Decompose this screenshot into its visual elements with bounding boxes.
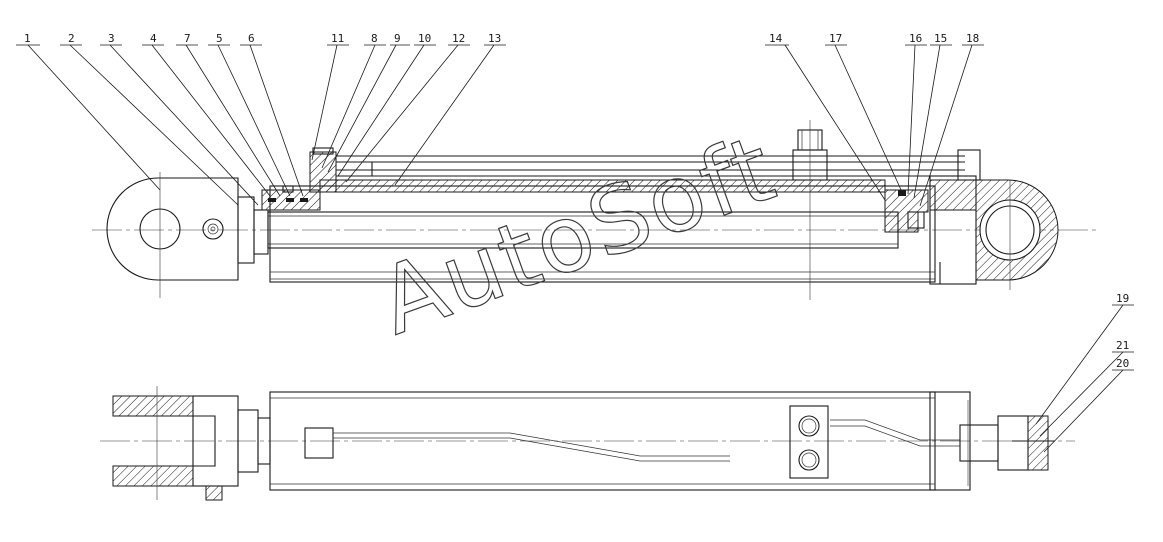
cylinder-barrel-side xyxy=(269,391,936,491)
callout-9: 9 xyxy=(394,32,401,45)
top-view xyxy=(92,120,1100,300)
rear-fitting-section xyxy=(1027,415,1049,471)
fork-upper-tine xyxy=(112,395,194,417)
side-port-block xyxy=(789,405,829,479)
callout-4: 4 xyxy=(150,32,157,45)
callout-3: 3 xyxy=(108,32,115,45)
callout-6: 6 xyxy=(248,32,255,45)
callout-14: 14 xyxy=(769,32,783,45)
callout-21: 21 xyxy=(1116,339,1129,352)
callout-numbers: 1 2 3 4 7 5 6 11 8 9 10 12 13 14 17 16 1… xyxy=(24,32,1129,370)
callout-2: 2 xyxy=(68,32,75,45)
piston xyxy=(884,189,929,233)
callout-5: 5 xyxy=(216,32,223,45)
callout-leaders xyxy=(16,44,1134,453)
callout-18: 18 xyxy=(966,32,979,45)
callout-13: 13 xyxy=(488,32,501,45)
callout-17: 17 xyxy=(829,32,842,45)
bottom-view xyxy=(100,386,1075,501)
callout-19: 19 xyxy=(1116,292,1129,305)
callout-16: 16 xyxy=(909,32,922,45)
fork-lower-tine xyxy=(112,465,194,487)
callout-20: 20 xyxy=(1116,357,1129,370)
front-port-block xyxy=(309,151,337,193)
rod-clevis-eye xyxy=(106,177,239,281)
callout-15: 15 xyxy=(934,32,947,45)
watermark: AutoSoft xyxy=(366,115,789,356)
grease-fitting xyxy=(202,218,224,240)
callout-10: 10 xyxy=(418,32,431,45)
callout-12: 12 xyxy=(452,32,465,45)
callout-11: 11 xyxy=(331,32,344,45)
callout-7: 7 xyxy=(184,32,191,45)
callout-1: 1 xyxy=(24,32,31,45)
callout-8: 8 xyxy=(371,32,378,45)
